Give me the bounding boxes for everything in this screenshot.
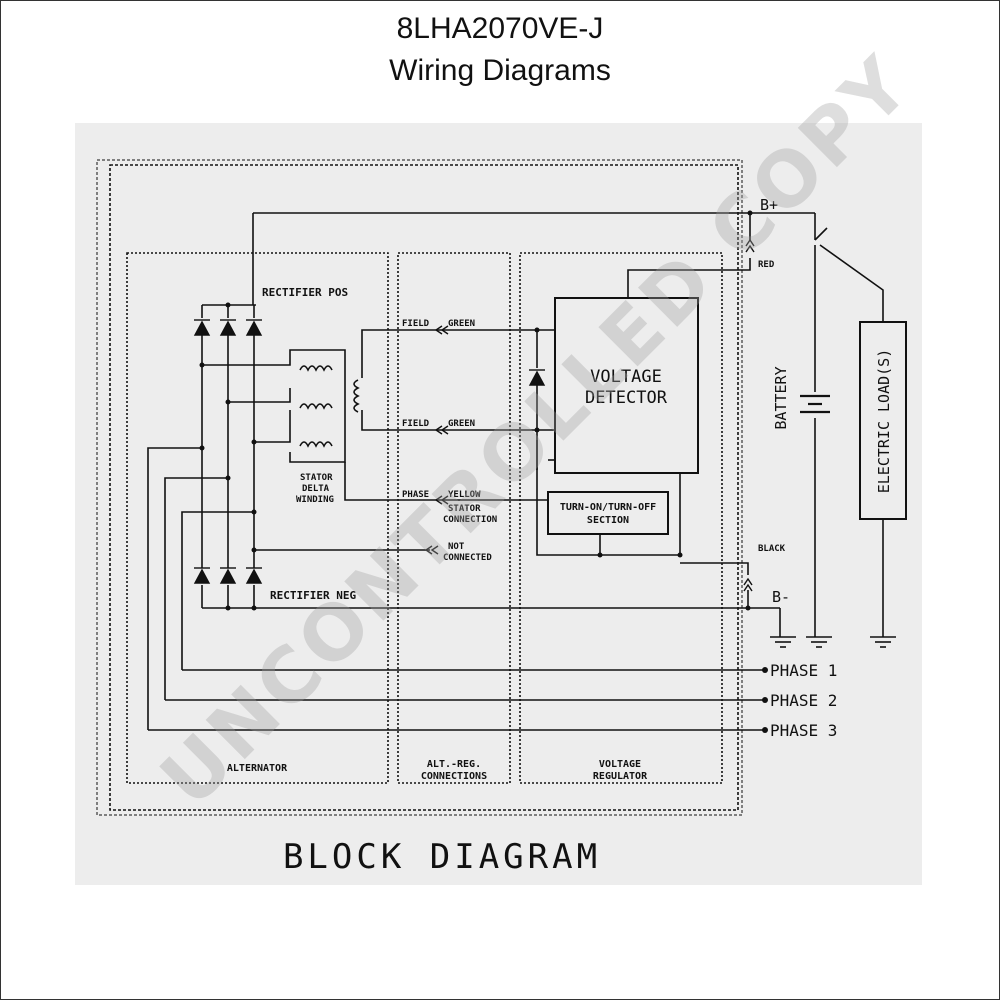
stator-connection-label-1: STATOR [448,504,481,514]
diagram-paper [75,123,922,885]
alt-reg-label-1: ALT.-REG. [427,759,481,770]
outer-dashed-boundary-2 [96,159,743,816]
green-label-2: GREEN [448,419,475,429]
phase-1-label: PHASE 1 [770,661,837,680]
black-wire-label: BLACK [758,544,786,554]
model-title: 8LHA2070VE-J [396,12,604,45]
rectifier-neg-label: RECTIFIER NEG [270,589,356,602]
voltage-detector-label-2: DETECTOR [585,388,668,408]
stator-label-1: STATOR [300,473,333,483]
electric-loads-label: ELECTRIC LOAD(S) [875,349,893,494]
field-label-2: FIELD [402,419,430,429]
yellow-label: YELLOW [448,490,481,500]
regulator-label-1: VOLTAGE [599,759,641,770]
not-connected-label-2: CONNECTED [443,553,492,563]
regulator-section [519,252,723,784]
field-coil [353,379,360,413]
alternator-section [126,252,389,784]
junction-dots [199,210,768,733]
turn-on-off-label-2: SECTION [587,515,629,526]
turn-on-off-label-1: TURN-ON/TURN-OFF [560,502,656,513]
phase-2-label: PHASE 2 [770,691,837,710]
stator-connection-label-2: CONNECTION [443,515,497,525]
not-connected-label-1: NOT [448,542,465,552]
alt-reg-label-2: CONNECTIONS [421,771,487,782]
green-label-1: GREEN [448,319,475,329]
connector-chevrons [424,238,755,592]
voltage-detector-box [554,297,699,474]
b-plus-label: B+ [760,196,778,214]
regulator-label-2: REGULATOR [593,771,648,782]
b-minus-label: B- [772,588,790,606]
rectifier-pos-label: RECTIFIER POS [262,286,348,299]
alternator-section-label: ALTERNATOR [227,763,288,774]
phase-label: PHASE [402,490,429,500]
page-subtitle: Wiring Diagrams [389,54,611,87]
rectifier-diodes [193,319,546,584]
stator-coils [299,365,360,448]
outer-dashed-boundary [109,164,739,811]
battery-label: BATTERY [772,366,790,429]
ground-symbols [770,636,896,648]
turn-on-off-box [547,491,669,535]
stator-label-2: DELTA [302,484,330,494]
block-diagram-caption: BLOCK DIAGRAM [283,837,601,877]
voltage-detector-label-1: VOLTAGE [590,367,662,387]
alt-reg-section [397,252,511,784]
stator-label-3: WINDING [296,495,334,505]
field-label-1: FIELD [402,319,430,329]
phase-3-label: PHASE 3 [770,721,837,740]
red-wire-label: RED [758,260,775,270]
